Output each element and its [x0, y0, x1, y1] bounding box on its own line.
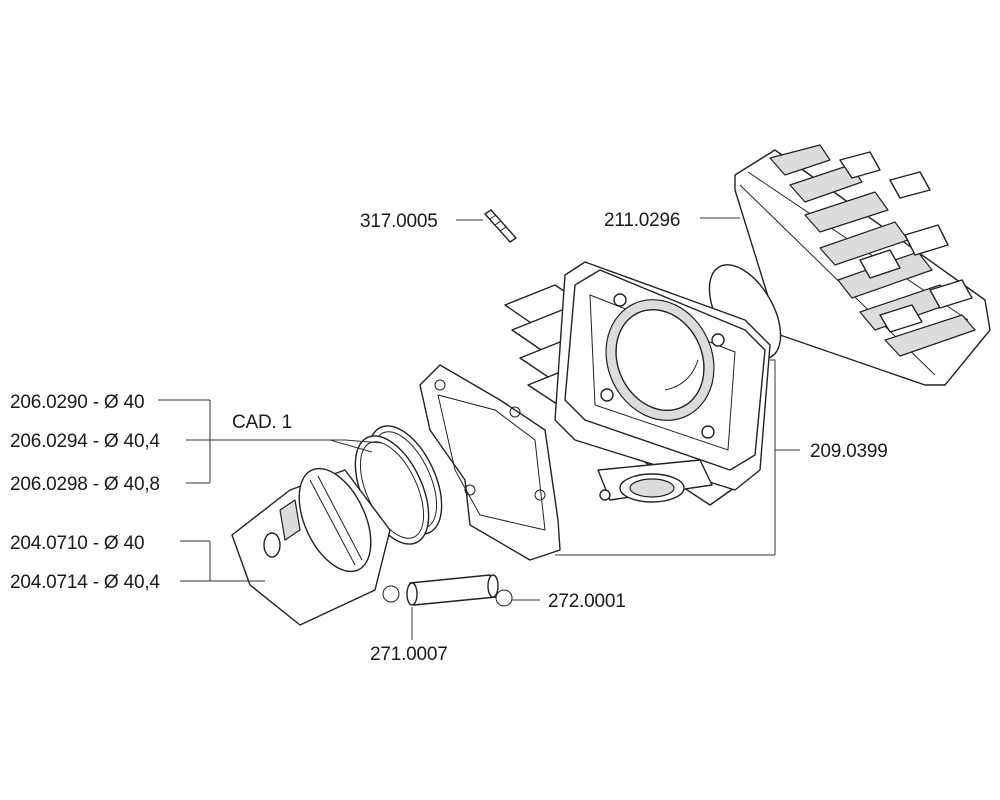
- label-204-0710: 204.0710 - Ø 40: [10, 533, 144, 554]
- circlip-left: [382, 585, 400, 603]
- cylinder-head: [734, 144, 991, 386]
- stud: [484, 209, 517, 243]
- label-206-0290: 206.0290 - Ø 40: [10, 392, 144, 413]
- circlip-right: [495, 589, 513, 607]
- label-317-0005: 317.0005: [360, 211, 438, 232]
- wrist-pin: [406, 574, 499, 606]
- label-cad-1: CAD. 1: [232, 412, 292, 433]
- base-gasket: [419, 364, 561, 561]
- piston: [231, 467, 391, 626]
- cylinder: [504, 261, 771, 506]
- label-272-0001: 272.0001: [548, 591, 626, 612]
- label-206-0298: 206.0298 - Ø 40,8: [10, 474, 160, 495]
- label-206-0294: 206.0294 - Ø 40,4: [10, 431, 160, 452]
- label-271-0007: 271.0007: [370, 644, 448, 665]
- label-209-0399: 209.0399: [810, 441, 888, 462]
- leader-lines: [158, 217, 800, 640]
- label-211-0296: 211.0296: [604, 210, 680, 231]
- label-204-0714: 204.0714 - Ø 40,4: [10, 572, 160, 593]
